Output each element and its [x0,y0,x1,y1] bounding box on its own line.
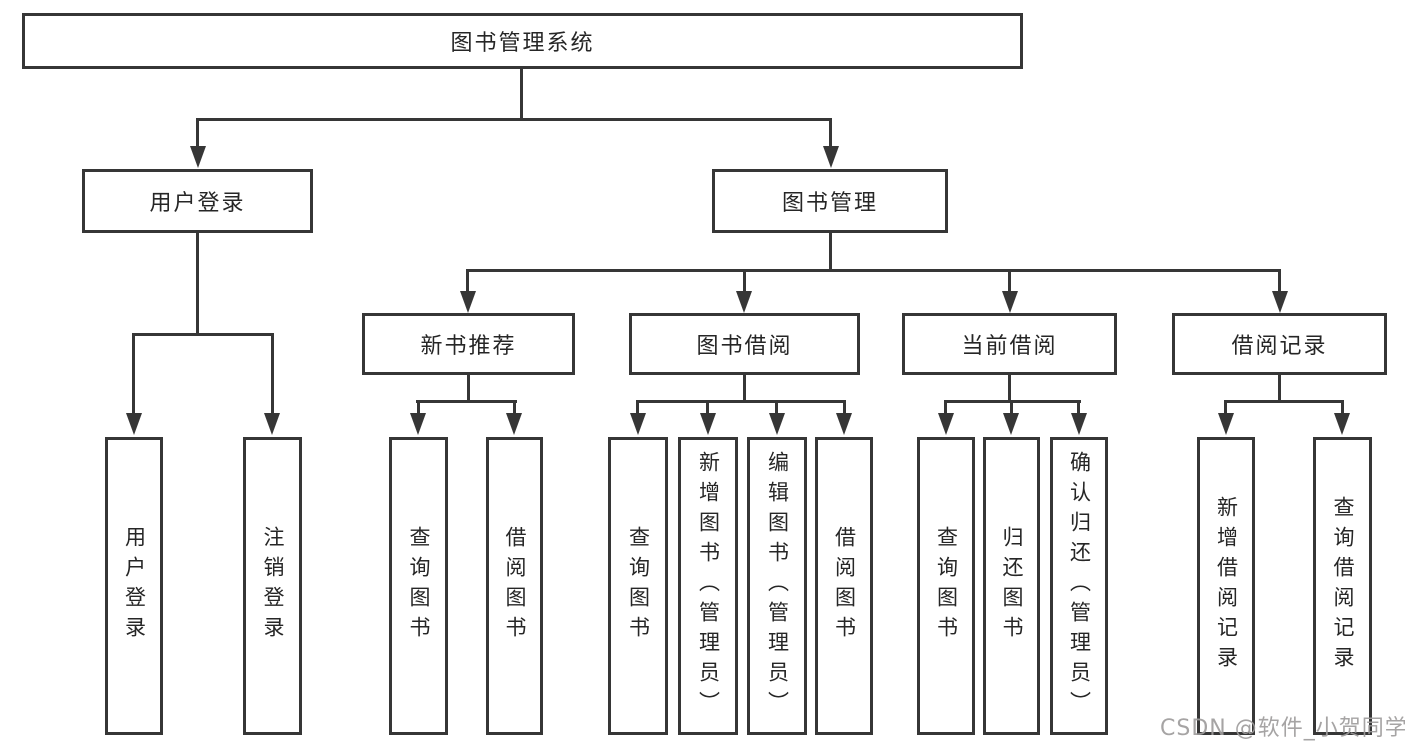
arrowhead-down-icon [190,146,206,168]
connector-login-drop [132,333,135,413]
arrowhead-down-icon [1002,291,1018,313]
connector-groupC-drop3 [1077,400,1080,414]
connector-userlogin-drop [196,118,199,148]
node-label: 确认归还（管理员） [1067,451,1092,721]
arrowhead-down-icon [700,413,716,435]
arrowhead-down-icon [126,413,142,435]
connector-groupD-stem [1278,375,1281,403]
node-leaf-borrow-books-b: 借阅图书 [815,437,873,735]
arrowhead-down-icon [836,413,852,435]
node-new-book-recommend: 新书推荐 [362,313,575,375]
arrowhead-down-icon [630,413,646,435]
node-leaf-query-books-a: 查询图书 [389,437,448,735]
connector-groupA-drop2 [513,400,516,414]
arrowhead-down-icon [264,413,280,435]
node-label: 编辑图书（管理员） [765,451,790,721]
arrowhead-down-icon [1272,291,1288,313]
node-leaf-edit-books-admin: 编辑图书（管理员） [747,437,807,735]
node-leaf-confirm-return-admin: 确认归还（管理员） [1050,437,1108,735]
connector-groupC-drop1 [944,400,947,414]
node-borrowing-records: 借阅记录 [1172,313,1387,375]
node-leaf-return-books: 归还图书 [983,437,1040,735]
connector-borrowrecords-drop [1278,269,1281,293]
node-label: 图书借阅 [696,334,793,359]
arrowhead-down-icon [1003,413,1019,435]
node-current-borrowing: 当前借阅 [902,313,1117,375]
node-label: 注销登录 [261,526,286,646]
connector-groupB-branch [636,400,846,403]
connector-groupB-stem [743,375,746,403]
node-label: 新增借阅记录 [1214,496,1239,676]
connector-userlogin-stem [196,233,199,336]
node-leaf-user-login: 用户登录 [105,437,163,735]
connector-groupB-drop1 [636,400,639,414]
node-label: 用户登录 [122,526,147,646]
watermark-text: CSDN @软件_小贺同学 [1160,716,1405,741]
node-label: 新书推荐 [420,334,517,359]
node-label: 借阅图书 [503,526,528,646]
node-leaf-add-borrow-record: 新增借阅记录 [1197,437,1255,735]
connector-groupA-stem [467,375,470,403]
node-leaf-logout: 注销登录 [243,437,302,735]
node-book-borrowing: 图书借阅 [629,313,860,375]
node-label: 用户登录 [149,191,246,216]
node-user-login: 用户登录 [82,169,313,233]
node-label: 当前借阅 [961,334,1058,359]
connector-groupD-branch [1224,400,1344,403]
connector-groupA-branch [416,400,517,403]
node-leaf-query-books-b: 查询图书 [608,437,668,735]
connector-newbooks-drop [466,269,469,293]
arrowhead-down-icon [823,146,839,168]
connector-groupB-drop2 [706,400,709,414]
connector-groupC-stem [1008,375,1011,403]
node-label: 借阅记录 [1231,334,1328,359]
node-label: 新增图书（管理员） [696,451,721,721]
arrowhead-down-icon [1334,413,1350,435]
connector-groupD-drop1 [1224,400,1227,414]
arrowhead-down-icon [1071,413,1087,435]
node-label: 查询图书 [407,526,432,646]
node-label: 查询图书 [934,526,959,646]
arrowhead-down-icon [938,413,954,435]
node-label: 图书管理 [781,191,878,216]
arrowhead-down-icon [506,413,522,435]
connector-groupB-drop4 [843,400,846,414]
connector-root-stem [520,68,523,120]
node-leaf-query-borrow-record: 查询借阅记录 [1313,437,1372,735]
connector-level2-branch [467,269,1281,272]
arrowhead-down-icon [410,413,426,435]
connector-currentborrow-drop [1008,269,1011,293]
arrowhead-down-icon [460,291,476,313]
connector-bookmgmt-drop [829,118,832,148]
connector-groupB-drop3 [775,400,778,414]
connector-userlogin-branch [132,333,274,336]
connector-logout-drop [271,333,274,413]
node-label: 查询图书 [626,526,651,646]
arrowhead-down-icon [1218,413,1234,435]
node-label: 借阅图书 [832,526,857,646]
node-label: 归还图书 [1000,526,1025,646]
node-leaf-query-books-c: 查询图书 [917,437,975,735]
connector-groupC-drop2 [1010,400,1013,414]
connector-level1-branch [196,118,832,121]
node-label: 查询借阅记录 [1331,496,1356,676]
connector-bookmgmt-stem [829,233,832,272]
connector-bookborrow-drop [743,269,746,293]
node-book-management: 图书管理 [712,169,948,233]
node-label: 图书管理系统 [450,31,595,56]
connector-groupA-drop1 [417,400,420,414]
node-leaf-add-books-admin: 新增图书（管理员） [678,437,738,735]
node-leaf-borrow-books-a: 借阅图书 [486,437,543,735]
connector-groupD-drop2 [1341,400,1344,414]
node-library-management-system: 图书管理系统 [22,13,1023,69]
arrowhead-down-icon [736,291,752,313]
arrowhead-down-icon [769,413,785,435]
